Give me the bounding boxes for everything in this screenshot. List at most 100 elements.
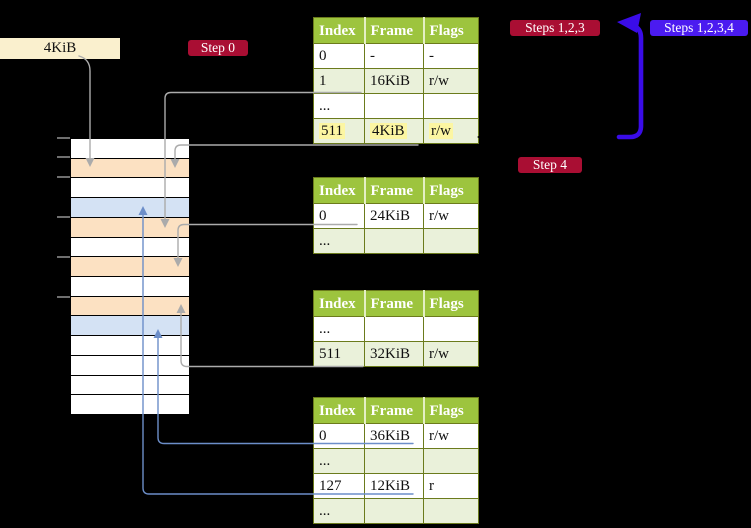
- table-row: 127 12KiB r: [313, 473, 479, 499]
- table-cell: 511: [313, 341, 365, 367]
- table-row: 1 16KiB r/w: [313, 68, 479, 94]
- table-cell: 32KiB: [364, 341, 424, 367]
- memory-row-5: [71, 217, 189, 238]
- table-cell-text: 4KiB: [370, 123, 407, 139]
- table-cell: -: [364, 43, 424, 69]
- table-cell-text: r: [429, 478, 434, 494]
- table-cell-text: ...: [319, 233, 331, 249]
- table-cell: [423, 316, 479, 342]
- table-cell: r/w: [423, 68, 479, 94]
- memory-row-2: [71, 158, 189, 179]
- table-cell: [364, 228, 424, 254]
- table-header-cell: Flags: [422, 17, 479, 44]
- memory-row-6: [71, 237, 189, 258]
- table-row: ...: [313, 498, 479, 524]
- table-header-cell: Index: [313, 290, 365, 317]
- memory-row-14: [71, 395, 189, 416]
- table-cell: r: [423, 473, 479, 499]
- table-cell: 24KiB: [364, 203, 424, 229]
- table-header-cell: Index: [313, 397, 365, 424]
- table-header-cell: Flags: [422, 290, 479, 317]
- memory-row-4: [71, 198, 189, 218]
- memory-row-7: [71, 257, 189, 278]
- table-header-cell: Index: [313, 17, 365, 44]
- table-cell: [364, 93, 424, 119]
- table-cell: 0: [313, 43, 365, 69]
- table-cell-text: 511: [319, 123, 345, 139]
- table-cell: 36KiB: [364, 423, 424, 449]
- table-header-cell: Flags: [422, 397, 479, 424]
- table-cell-text: 0: [319, 428, 327, 444]
- table-cell: r/w: [423, 423, 479, 449]
- table-cell: [423, 93, 479, 119]
- table-cell: r/w: [423, 203, 479, 229]
- table-cell: r/w: [423, 118, 479, 144]
- memory-row-9: [71, 296, 189, 317]
- table-cell-text: -: [370, 48, 375, 64]
- memory-row-13: [71, 375, 189, 396]
- memory-tick: [57, 156, 70, 158]
- table-cell: [364, 498, 424, 524]
- table-cell-text: 0: [319, 208, 327, 224]
- memory-tick: [57, 256, 70, 258]
- steps1234-badge: Steps 1,2,3,4: [650, 20, 748, 36]
- table-cell: 1: [313, 68, 365, 94]
- table-cell: ...: [313, 228, 365, 254]
- table-row: ...: [313, 228, 479, 254]
- table-cell-text: 24KiB: [370, 208, 411, 224]
- memory-row-8: [71, 277, 189, 297]
- table-cell-text: 12KiB: [370, 478, 411, 494]
- step4-badge: Step 4: [518, 157, 582, 173]
- table-cell: 16KiB: [364, 68, 424, 94]
- table-cell: 0: [313, 203, 365, 229]
- table-header-cell: Frame: [363, 177, 424, 204]
- steps123-badge: Steps 1,2,3: [510, 20, 600, 36]
- table-cell: ...: [313, 498, 365, 524]
- table-cell: 4KiB: [364, 118, 424, 144]
- table-cell-text: ...: [319, 503, 331, 519]
- table-cell-text: 16KiB: [370, 73, 411, 89]
- memory-tick: [57, 137, 70, 139]
- table-cell: ...: [313, 448, 365, 474]
- table-cell-text: 1: [319, 73, 327, 89]
- step0-badge: Step 0: [188, 40, 248, 56]
- table-row: 511 4KiB r/w: [313, 118, 479, 144]
- table-cell-text: 127: [319, 478, 342, 494]
- table-cell: ...: [313, 316, 365, 342]
- memory-tick: [57, 296, 70, 298]
- memory-tick: [57, 216, 70, 218]
- table-cell-text: r/w: [429, 208, 449, 224]
- table-cell-text: 32KiB: [370, 346, 411, 362]
- table-cell: [423, 448, 479, 474]
- connector-pt1-entry511-to-row2: [174, 144, 419, 160]
- steps-arrowhead: [617, 13, 641, 33]
- table-cell: [423, 228, 479, 254]
- table-header-cell: Frame: [363, 397, 424, 424]
- table-row: ...: [313, 316, 479, 342]
- table-cell: 12KiB: [364, 473, 424, 499]
- memory-column: [70, 138, 190, 416]
- table-cell-text: ...: [319, 453, 331, 469]
- table-cell-text: r/w: [429, 346, 449, 362]
- table-cell-text: 511: [319, 346, 341, 362]
- table-cell: [423, 498, 479, 524]
- memory-row-1: [71, 139, 189, 159]
- table-cell: r/w: [423, 341, 479, 367]
- steps-arrow-shaft: [616, 24, 644, 140]
- memory-row-11: [71, 336, 189, 356]
- table-cell-text: r/w: [429, 123, 453, 139]
- memory-row-3: [71, 178, 189, 199]
- table-row: 0--: [313, 43, 479, 69]
- table-cell-text: r/w: [429, 428, 449, 444]
- table-cell-text: -: [429, 48, 434, 64]
